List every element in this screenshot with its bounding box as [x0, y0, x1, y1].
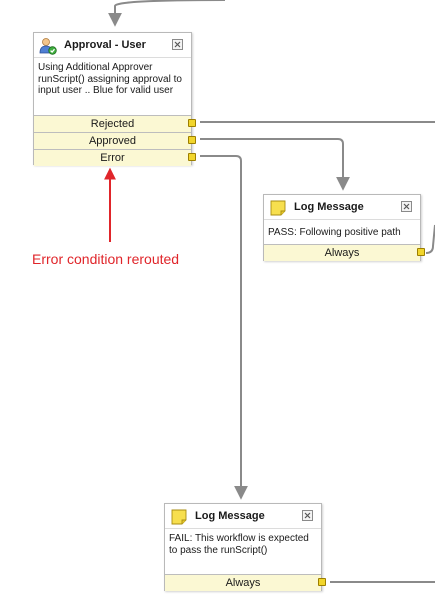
transition-port[interactable]	[188, 119, 196, 127]
transition-approved[interactable]: Approved	[34, 132, 196, 149]
transition-always[interactable]: Always	[264, 244, 425, 261]
transition-error[interactable]: Error	[34, 149, 196, 166]
activity-description: PASS: Following positive path	[268, 227, 401, 238]
close-icon[interactable]	[172, 39, 183, 50]
transition-label: Always	[225, 577, 261, 589]
transition-label: Error	[100, 152, 125, 164]
connector-pass-always[interactable]	[425, 224, 435, 254]
transition-port[interactable]	[188, 153, 196, 161]
connector-error[interactable]	[200, 155, 248, 500]
connector-approved[interactable]	[200, 138, 350, 191]
activity-description: FAIL: This workflow is expected to pass …	[169, 533, 309, 556]
error-annotation-text: Error condition rerouted	[32, 251, 180, 267]
transition-always[interactable]: Always	[165, 574, 326, 591]
transition-port[interactable]	[188, 136, 196, 144]
transition-label: Approved	[88, 135, 137, 147]
transition-port[interactable]	[417, 248, 425, 256]
activity-header[interactable]: Approval - User	[34, 33, 191, 58]
log-message-fail-activity[interactable]: Log Message FAIL: This workflow is expec…	[164, 503, 326, 591]
approval-user-activity[interactable]: Approval - User Using Additional Approve…	[33, 32, 196, 166]
activity-title: Log Message	[195, 510, 265, 522]
transition-port[interactable]	[318, 578, 326, 586]
log-message-icon	[269, 199, 287, 217]
close-icon[interactable]	[302, 510, 313, 521]
activity-description: Using Additional Approver runScript() as…	[38, 62, 182, 96]
transition-label: Rejected	[90, 118, 135, 130]
activity-title: Approval - User	[64, 39, 146, 51]
activity-header[interactable]: Log Message	[264, 195, 420, 220]
log-message-icon	[170, 508, 188, 526]
activity-header[interactable]: Log Message	[165, 504, 321, 529]
connector-incoming[interactable]	[115, 0, 232, 24]
transition-label: Always	[324, 247, 360, 259]
close-icon[interactable]	[401, 201, 412, 212]
log-message-pass-activity[interactable]: Log Message PASS: Following positive pat…	[263, 194, 425, 261]
transition-rejected[interactable]: Rejected	[34, 115, 196, 132]
activity-title: Log Message	[294, 201, 364, 213]
user-approval-icon	[39, 37, 57, 55]
